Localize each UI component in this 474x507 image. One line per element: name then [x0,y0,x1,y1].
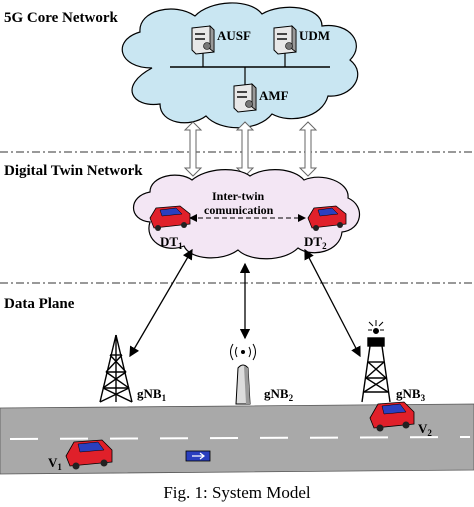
gnb1-twin-link [129,248,193,358]
v2-label: V2 [418,421,432,438]
gnb2-label: gNB2 [264,386,294,403]
gnb2-signal-icon [230,343,256,361]
dt1-label: DT1 [160,234,183,251]
gnb1-label: gNB1 [137,386,167,403]
inter-twin-label-line1: Inter-twin [212,189,265,203]
figure-caption: Fig. 1: System Model [163,483,311,502]
gnb1-tower-icon [99,334,133,403]
inter-twin-label-line2: comunication [204,203,274,217]
gnb3-tower-icon [361,337,391,403]
v1-label: V1 [48,455,62,472]
dt2-car-icon [307,205,347,231]
twin-layer-label: Digital Twin Network [4,163,143,179]
gnb3-beacon-icon [368,320,384,334]
core-cloud [121,2,359,129]
core-twin-arrow-mid [235,121,255,177]
dt2-label: DT2 [304,234,327,251]
gnb3-twin-link [304,248,361,358]
udm-server-icon [273,25,297,55]
v2-car-icon [369,401,415,432]
core-twin-arrows [183,121,318,177]
ausf-server-icon [191,25,215,55]
core-twin-arrow-right [298,121,318,177]
v1-car-icon [65,439,113,470]
gnb3-label: gNB3 [396,386,426,403]
amf-label: AMF [259,88,289,103]
data-layer-label: Data Plane [4,296,75,312]
dt1-car-icon [149,205,191,231]
small-vehicle-icon [185,450,211,462]
lane-marking [9,436,471,440]
ausf-label: AUSF [217,28,251,43]
amf-server-icon [233,83,257,113]
road [0,403,474,475]
core-twin-arrow-left [183,121,203,177]
core-layer-label: 5G Core Network [4,10,119,26]
udm-label: UDM [299,28,330,43]
gnb2-small-cell-icon [235,350,251,405]
